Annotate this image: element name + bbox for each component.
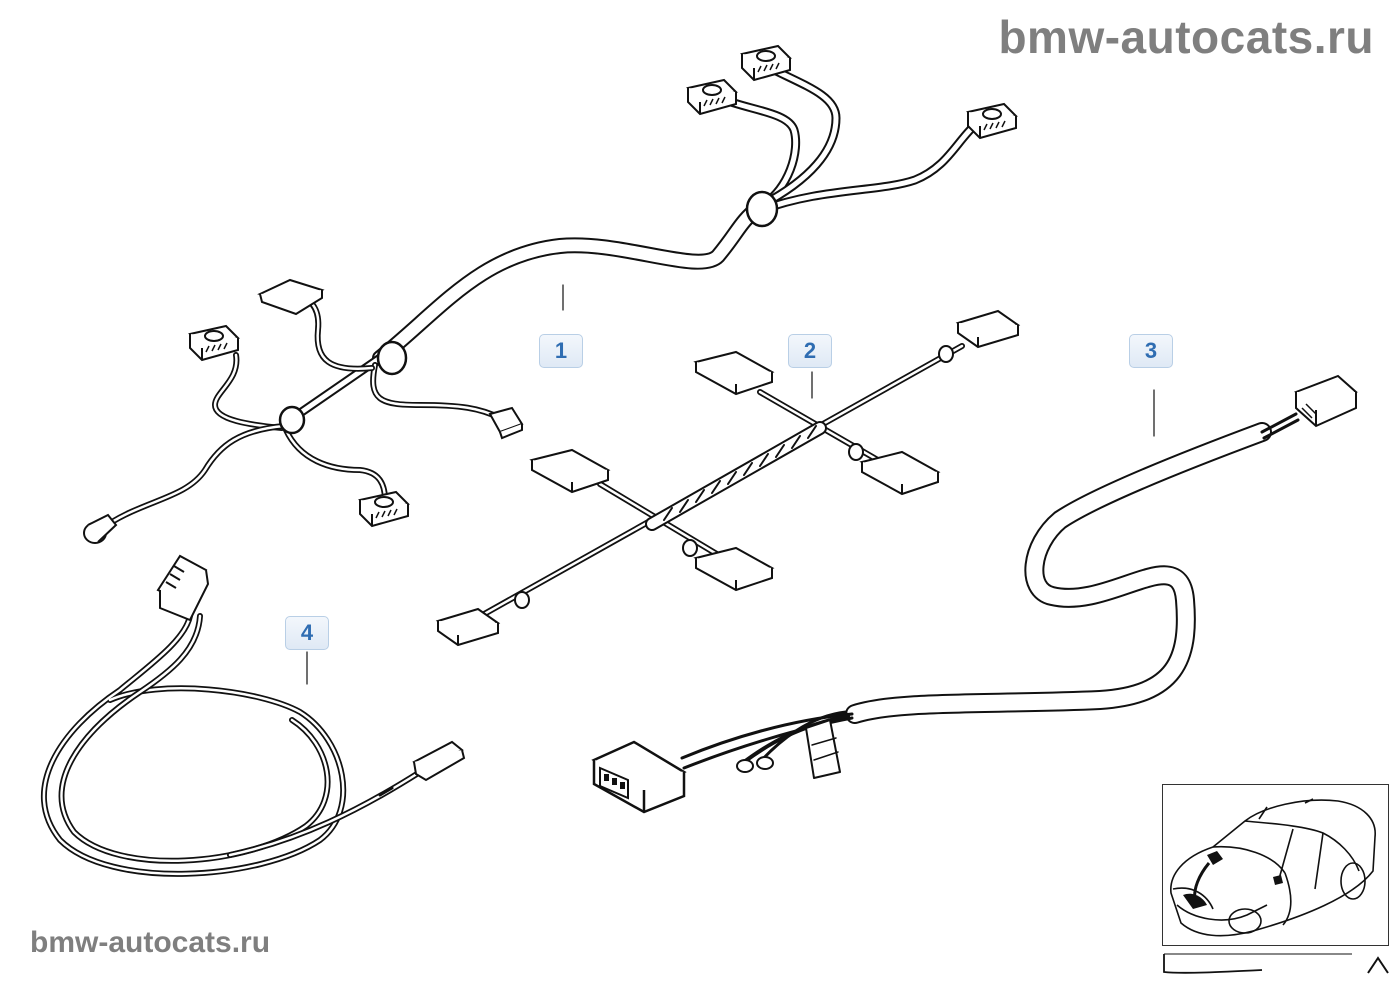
watermark-bottom: bmw-autocats.ru — [30, 926, 271, 959]
callout-3[interactable]: 3 — [1129, 334, 1173, 368]
car-thumbnail[interactable] — [1162, 784, 1389, 946]
car-outline-icon — [1170, 798, 1376, 937]
callout-1[interactable]: 1 — [539, 334, 583, 368]
triangle-up-icon[interactable] — [1366, 955, 1390, 975]
callout-2-label: 2 — [803, 338, 817, 363]
harness-2 — [467, 343, 965, 625]
callout-3-label: 3 — [1144, 338, 1158, 363]
harness-4 — [40, 613, 423, 877]
callout-2[interactable]: 2 — [788, 334, 832, 368]
watermark-top: bmw-autocats.ru — [998, 11, 1374, 63]
harness-1 — [97, 63, 977, 533]
callout-4[interactable]: 4 — [285, 616, 329, 650]
callout-4-label: 4 — [300, 620, 314, 645]
harness-3 — [680, 389, 1300, 779]
callout-1-label: 1 — [554, 338, 568, 363]
thumbnail-scrollbar[interactable] — [1162, 952, 1362, 974]
